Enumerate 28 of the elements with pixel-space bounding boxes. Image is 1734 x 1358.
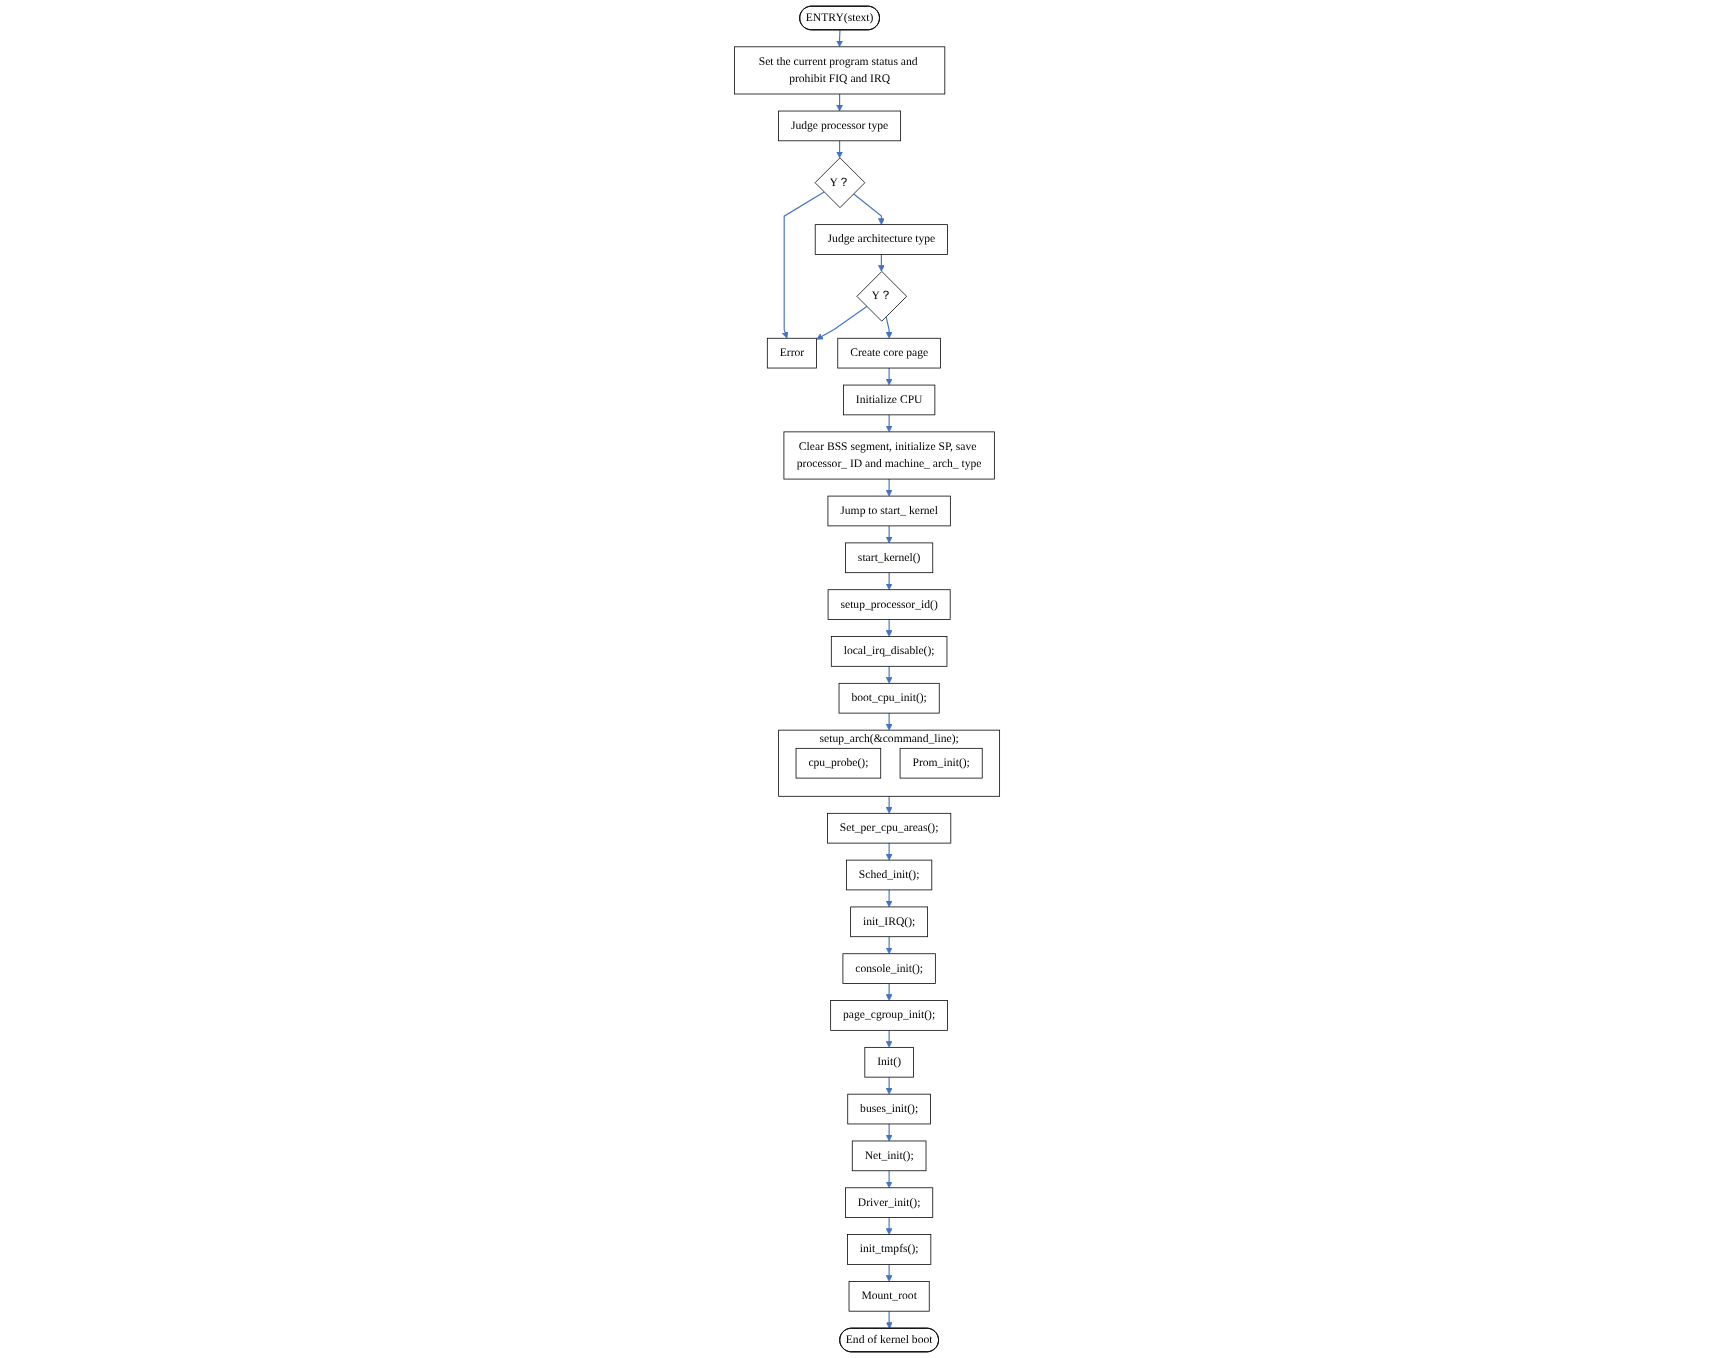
arrow	[885, 414, 893, 433]
arrow	[885, 1310, 893, 1329]
arrow	[878, 253, 885, 272]
arrow	[836, 140, 843, 159]
arrow	[885, 1263, 893, 1282]
arrow	[885, 315, 893, 339]
arrow	[885, 525, 893, 544]
arrow	[885, 712, 893, 731]
arrow	[885, 842, 893, 861]
arrow	[836, 29, 843, 48]
arrow	[885, 1217, 893, 1235]
arrow	[885, 889, 893, 908]
arrow	[885, 665, 893, 684]
arrow	[781, 191, 825, 339]
arrow	[885, 1123, 893, 1142]
arrow	[885, 1029, 893, 1048]
arrow	[836, 93, 843, 112]
arrow	[885, 367, 893, 386]
arrow	[885, 1170, 893, 1189]
arrow	[885, 478, 893, 497]
arrow	[816, 306, 868, 340]
arrow	[852, 193, 885, 225]
arrow	[885, 1076, 893, 1095]
arrow	[885, 795, 893, 814]
arrow	[885, 982, 893, 1001]
arrow	[885, 572, 893, 590]
arrow	[885, 618, 893, 637]
arrow	[885, 936, 893, 955]
